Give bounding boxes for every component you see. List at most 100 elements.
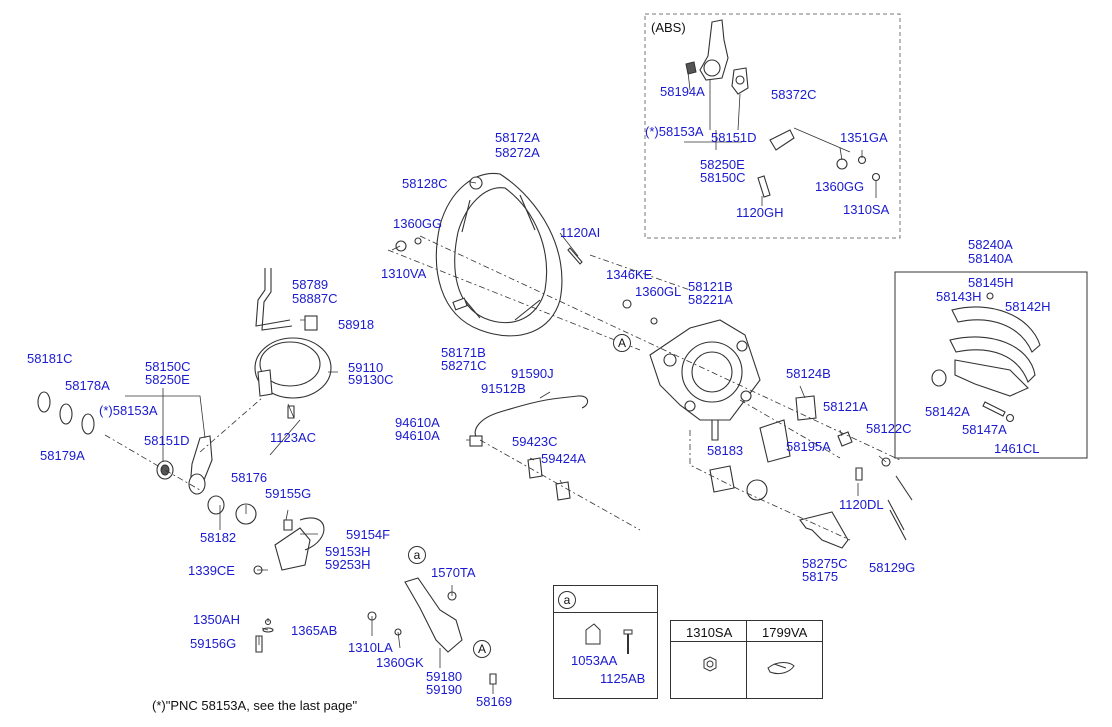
part-label-58140A[interactable]: 58140A [968,251,1013,266]
part-label-58183[interactable]: 58183 [707,443,744,458]
lower-bracket-drawing [367,577,497,685]
part-label-58153A-abs[interactable]: (*)58153A [645,124,704,139]
brake-shoe-drawing [931,292,1041,423]
part-label-58142H[interactable]: 58142H [1005,299,1051,314]
part-label-58372C[interactable]: 58372C [771,87,817,102]
part-label-58918[interactable]: 58918 [338,317,375,332]
part-label-59253H[interactable]: 59253H [325,557,371,572]
part-label-58182[interactable]: 58182 [200,530,237,545]
part-label-58121A[interactable]: 58121A [823,399,868,414]
part-label-59110[interactable]: 59110 [348,360,384,375]
part-label-58129G[interactable]: 58129G [869,560,916,575]
part-label-59424A[interactable]: 59424A [541,451,586,466]
part-label-58176[interactable]: 58176 [231,470,268,485]
part-label-59155G[interactable]: 59155G [265,486,312,501]
part-label-58122C[interactable]: 58122C [866,421,912,436]
part-label-58179A[interactable]: 58179A [40,448,85,463]
part-label-91512B[interactable]: 91512B [481,381,526,396]
legend-part-1053AA[interactable]: 1053AA [571,653,618,668]
abs-group-title: (ABS) [651,20,686,35]
legend-col-1310SA: 1310SA [686,625,733,640]
chamber-bracket-drawing [253,517,325,653]
part-label-58172A[interactable]: 58172A [495,130,540,145]
part-label-58271C[interactable]: 58271C [441,358,487,373]
abs-group-frame [644,13,901,239]
part-label-94610A-1[interactable]: 94610A [395,415,440,430]
part-label-1360GK[interactable]: 1360GK [376,655,424,670]
part-label-58195A[interactable]: 58195A [786,439,831,454]
legend-ref-a: a [558,591,576,609]
part-label-58151D-abs[interactable]: 58151D [711,130,757,145]
part-label-1360GL[interactable]: 1360GL [635,284,682,299]
legend-a-fasteners [585,623,633,654]
camshaft-parts-drawing [709,395,913,549]
part-label-58153A[interactable]: (*)58153A [99,403,158,418]
part-label-59130C[interactable]: 59130C [348,372,394,387]
part-label-1570TA[interactable]: 1570TA [431,565,476,580]
part-label-58142A[interactable]: 58142A [925,404,970,419]
part-label-58150C-abs[interactable]: 58150C [700,170,746,185]
ref-marker-A-upper: A [613,334,631,352]
part-label-58194A[interactable]: 58194A [660,84,705,99]
part-label-58887C[interactable]: 58887C [292,291,338,306]
part-label-1120AI[interactable]: 1120AI [560,225,601,240]
part-label-58145H[interactable]: 58145H [968,275,1014,290]
part-label-1461CL[interactable]: 1461CL [994,441,1040,456]
legend-table-icons [703,656,795,675]
slack-adjuster-drawing [37,391,257,525]
part-label-59190[interactable]: 59190 [426,682,463,697]
part-label-58150C[interactable]: 58150C [145,359,191,374]
part-label-58175[interactable]: 58175 [802,569,839,584]
part-label-1310LA[interactable]: 1310LA [348,640,393,655]
part-label-91590J[interactable]: 91590J [511,366,554,381]
brake-spider-drawing [622,299,761,421]
part-label-58275C[interactable]: 58275C [802,556,848,571]
part-label-58124B[interactable]: 58124B [786,366,831,381]
legend-box-a [553,585,658,699]
legend-part-1125AB[interactable]: 1125AB [600,671,646,686]
part-label-1120DL[interactable]: 1120DL [839,497,884,512]
part-label-1339CE[interactable]: 1339CE [188,563,235,578]
part-label-58178A[interactable]: 58178A [65,378,110,393]
ref-marker-A-lower: A [473,640,491,658]
part-label-1120GH[interactable]: 1120GH [736,205,784,220]
part-label-58171B[interactable]: 58171B [441,345,486,360]
legend-col-1799VA: 1799VA [762,625,808,640]
part-label-1350AH[interactable]: 1350AH [193,612,240,627]
part-label-58250E-abs[interactable]: 58250E [700,157,745,172]
part-label-58181C[interactable]: 58181C [27,351,73,366]
part-label-59154F[interactable]: 59154F [346,527,391,542]
part-label-1351GA[interactable]: 1351GA [840,130,888,145]
part-label-58147A[interactable]: 58147A [962,422,1007,437]
footnote: (*)"PNC 58153A, see the last page" [152,698,358,713]
part-label-58221A[interactable]: 58221A [688,292,733,307]
part-label-1360GG-abs[interactable]: 1360GG [815,179,865,194]
part-label-58250E[interactable]: 58250E [145,372,190,387]
part-label-58151D[interactable]: 58151D [144,433,190,448]
part-label-1310SA[interactable]: 1310SA [843,202,890,217]
part-label-58143H[interactable]: 58143H [936,289,982,304]
part-label-1310VA[interactable]: 1310VA [381,266,427,281]
part-label-58121B[interactable]: 58121B [688,279,733,294]
part-label-59180[interactable]: 59180 [426,669,463,684]
part-label-1123AC[interactable]: 1123AC [270,430,317,445]
brake-chamber-drawing [254,268,332,419]
part-label-59153H[interactable]: 59153H [325,544,371,559]
legend-table [670,620,823,699]
backing-plate-drawing [395,172,583,337]
part-label-1360GG[interactable]: 1360GG [393,216,443,231]
brake-shoe-frame [894,271,1088,459]
part-label-1346KE[interactable]: 1346KE [606,267,653,282]
part-label-59423C[interactable]: 59423C [512,434,558,449]
part-label-59156G[interactable]: 59156G [190,636,237,651]
part-label-58128C[interactable]: 58128C [402,176,448,191]
ref-marker-a: a [408,546,426,564]
part-label-94610A-2[interactable]: 94610A [395,428,440,443]
part-label-58272A[interactable]: 58272A [495,145,540,160]
part-label-58240A[interactable]: 58240A [968,237,1013,252]
part-label-58169[interactable]: 58169 [476,694,513,709]
part-label-58789[interactable]: 58789 [292,277,329,292]
part-label-1365AB[interactable]: 1365AB [291,623,338,638]
abs-slack-adjuster-drawing [685,19,881,198]
